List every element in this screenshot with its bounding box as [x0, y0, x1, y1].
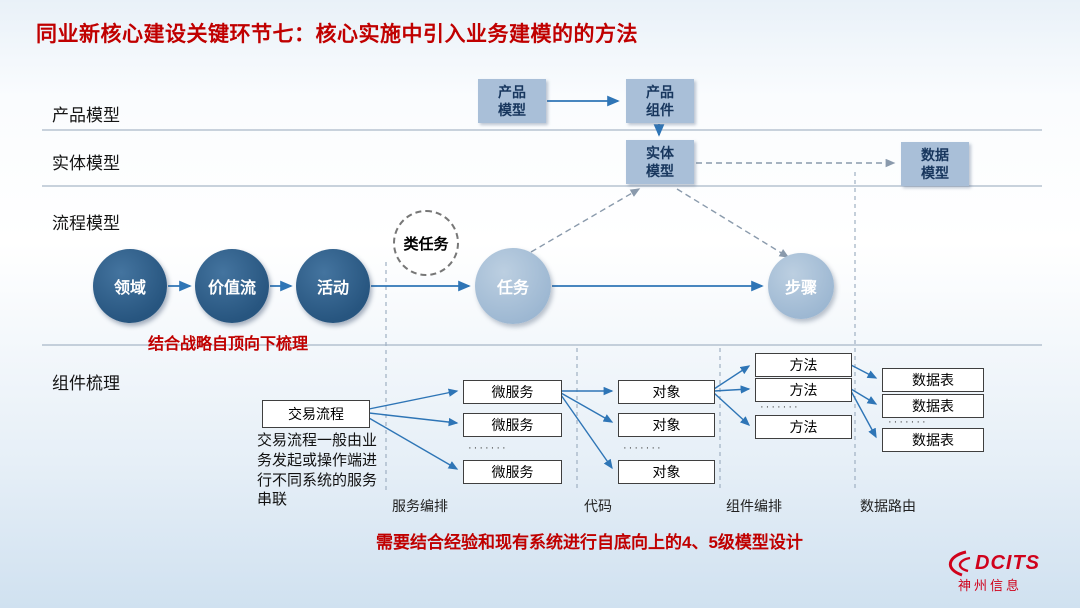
- box-data-model: 数据 模型: [901, 142, 969, 186]
- box-microservice-3: 微服务: [463, 460, 562, 484]
- arrow-obj-to-method2: [713, 385, 751, 394]
- circle-activity: 活动: [296, 249, 370, 323]
- box-object-1: 对象: [618, 380, 715, 404]
- logo-brand: DCITS: [975, 551, 1040, 574]
- logo: DCITS 神州信息: [940, 549, 1040, 594]
- dashed-links: [530, 158, 896, 258]
- row-label-component: 组件梳理: [52, 374, 120, 393]
- arrow-method-to-table1: [850, 364, 878, 379]
- circle-domain: 领域: [93, 249, 167, 323]
- ellipsis-methods: ·······: [760, 401, 800, 413]
- arrow-transaction-to-ms2: [368, 412, 459, 427]
- logo-company: 神州信息: [957, 578, 1022, 593]
- ellipsis-objects: ·······: [623, 442, 663, 454]
- dashed-link-entity-to-step: [676, 188, 790, 258]
- box-entity-model-line2: 模型: [646, 163, 674, 179]
- box-product-model: 产品 模型: [478, 79, 546, 123]
- box-method-2: 方法: [755, 378, 852, 402]
- row-divider-lines: [42, 129, 1042, 346]
- row-label-entity-model: 实体模型: [52, 154, 120, 173]
- circle-task-class: 类任务: [393, 210, 459, 276]
- ellipsis-tables: ·······: [888, 416, 928, 428]
- circle-value-stream: 价值流: [195, 249, 269, 323]
- box-object-3: 对象: [618, 460, 715, 484]
- box-microservice-2: 微服务: [463, 413, 562, 437]
- box-product-component-line1: 产品: [646, 83, 674, 100]
- column-label-data-routing: 数据路由: [860, 498, 916, 514]
- note-top-down: 结合战略自顶向下梳理: [148, 336, 309, 353]
- box-product-component-line2: 组件: [646, 102, 674, 118]
- arrow-ms-to-obj3: [560, 394, 613, 470]
- arrow-obj-to-method1: [713, 365, 751, 390]
- box-table-2: 数据表: [882, 394, 984, 418]
- dashed-link-task-to-entity: [530, 188, 641, 253]
- box-table-3: 数据表: [882, 428, 984, 452]
- arrow-transaction-to-ms1: [368, 388, 459, 410]
- box-data-model-line2: 模型: [921, 165, 949, 181]
- arrow-obj-to-method3: [713, 392, 751, 426]
- box-product-model-line2: 模型: [498, 102, 526, 118]
- row-label-process-model: 流程模型: [52, 214, 120, 233]
- circle-task: 任务: [475, 248, 551, 324]
- box-transaction-flow: 交易流程: [262, 400, 370, 428]
- box-microservice-1: 微服务: [463, 380, 562, 404]
- circle-step: 步骤: [768, 253, 834, 319]
- box-object-2: 对象: [618, 413, 715, 437]
- column-label-service-orchestration: 服务编排: [392, 498, 448, 514]
- box-data-model-line1: 数据: [921, 146, 949, 163]
- arrow-method-to-table3: [850, 390, 877, 439]
- box-table-1: 数据表: [882, 368, 984, 392]
- row-label-product-model: 产品模型: [52, 106, 120, 125]
- column-separator-lines: [385, 172, 856, 492]
- column-label-code: 代码: [584, 498, 612, 514]
- box-entity-model: 实体 模型: [626, 140, 694, 184]
- box-method-1: 方法: [755, 353, 852, 377]
- arrow-ms-to-obj2: [560, 392, 614, 423]
- note-bottom-up: 需要结合经验和现有系统进行自底向上的4、5级模型设计: [376, 533, 803, 552]
- arrow-transaction-to-ms3: [368, 417, 459, 470]
- box-method-3: 方法: [755, 415, 852, 439]
- transaction-description: 交易流程一般由业务发起或操作端进行不同系统的服务串联: [257, 433, 378, 509]
- page-title: 同业新核心建设关键环节七：核心实施中引入业务建模的的方法: [36, 23, 638, 46]
- ellipsis-microservices: ·······: [468, 442, 508, 454]
- box-product-model-line1: 产品: [498, 83, 526, 100]
- column-label-component-orchestration: 组件编排: [726, 498, 782, 514]
- arrow-method-to-table2: [850, 388, 878, 405]
- box-product-component: 产品 组件: [626, 79, 694, 123]
- logo-swoosh-icon: [949, 550, 971, 577]
- box-entity-model-line1: 实体: [646, 144, 674, 161]
